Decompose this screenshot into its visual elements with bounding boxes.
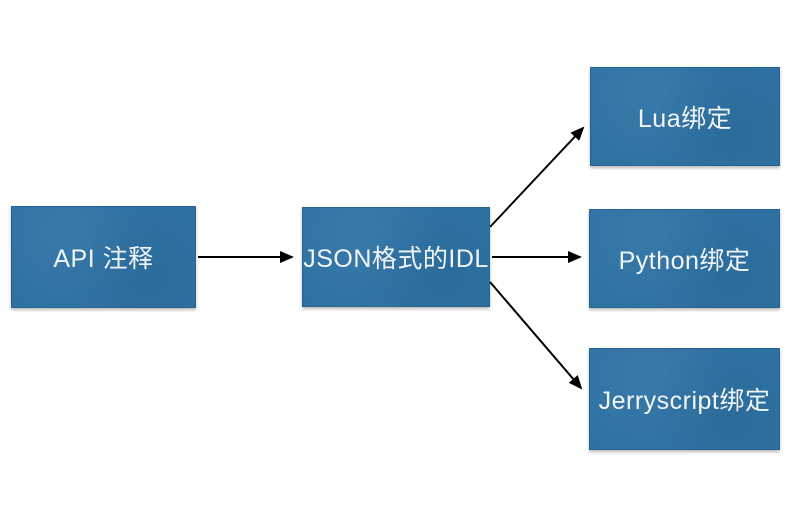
node-json-idl: JSON格式的IDL [302,207,490,307]
node-json-idl-label: JSON格式的IDL [303,245,489,273]
node-lua-binding: Lua绑定 [590,67,780,166]
node-api-annotation-label: API 注释 [53,245,154,273]
edge-json-idl-to-jerryscript-binding [489,281,583,390]
node-lua-binding-label: Lua绑定 [637,104,733,133]
node-jerryscript-binding-label: Jerryscript绑定 [598,387,771,415]
node-python-binding: Python绑定 [589,209,780,308]
node-python-binding-label: Python绑定 [618,246,751,275]
edge-json-idl-to-lua-binding [489,126,585,228]
node-api-annotation: API 注释 [11,206,196,308]
node-jerryscript-binding: Jerryscript绑定 [589,348,780,450]
